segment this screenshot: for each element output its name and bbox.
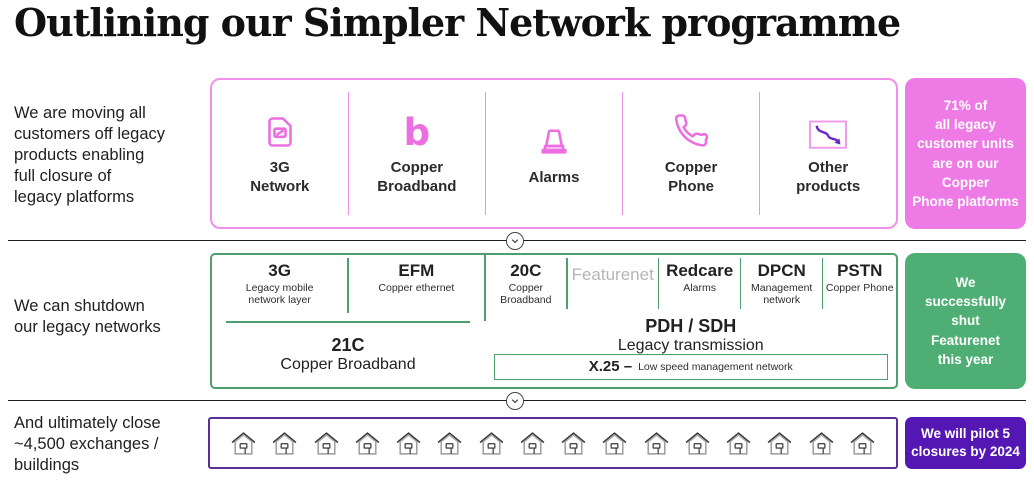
network-subtitle: Copper Broadband [500, 281, 552, 307]
divider [621, 92, 624, 215]
networks-left-zone: 3G Legacy mobile network layer EFM Coppe… [212, 255, 484, 387]
divider [347, 92, 350, 215]
network-title: EFM [398, 261, 435, 280]
product-label: Copper Phone [664, 159, 718, 195]
network-efm: EFM Copper ethernet [349, 255, 484, 321]
house-icon [643, 431, 670, 456]
chevron-down-icon [506, 232, 524, 250]
network-title: 3G [268, 261, 291, 280]
legacy-products-box: 3G Network b Copper Broadband Alarms [210, 78, 898, 229]
divider [657, 258, 660, 309]
network-3g: 3G Legacy mobile network layer [212, 255, 347, 321]
network-title: X.25 – [588, 358, 633, 375]
house-icon [354, 431, 381, 456]
phone-handset-icon [673, 110, 709, 150]
exchange-row [208, 417, 898, 469]
network-pdh-sdh: PDH / SDH Legacy transmission [486, 315, 897, 354]
house-icon [436, 431, 463, 456]
house-icon [271, 431, 298, 456]
callout-copper-phone-stat: 71% of all legacy customer units are on … [905, 78, 1026, 229]
divider [758, 92, 761, 215]
product-label: Alarms [528, 168, 580, 186]
network-title: PSTN [837, 261, 883, 280]
divider [484, 255, 486, 321]
house-icon [849, 431, 876, 456]
network-subtitle: Copper ethernet [378, 281, 455, 294]
legacy-networks-box: 3G Legacy mobile network layer EFM Coppe… [210, 253, 898, 389]
row3-label: And ultimately close ~4,500 exchanges / … [14, 414, 161, 475]
network-title: Redcare [666, 261, 734, 280]
house-icon [725, 431, 752, 456]
sim-card-icon [262, 110, 298, 150]
product-copper-phone: Copper Phone [623, 80, 759, 227]
callout-featurenet-shut: We successfully shut Featurenet this yea… [905, 253, 1026, 389]
callout-pilot-closures: We will pilot 5 closures by 2024 [905, 417, 1026, 469]
network-title: PDH / SDH [645, 315, 737, 336]
alarm-bell-icon [536, 120, 572, 160]
product-label: Other products [796, 159, 861, 195]
house-icon [230, 431, 257, 456]
row2-label: We can shutdown our legacy networks [14, 297, 161, 337]
network-21c: 21C Copper Broadband [212, 323, 484, 388]
chevron-down-icon [506, 392, 524, 410]
network-featurenet: Featurenet [568, 255, 658, 317]
network-title: Featurenet [571, 265, 654, 284]
broadband-b-icon: b [403, 111, 431, 155]
curve-arrow-box-icon [808, 110, 848, 150]
house-icon [313, 431, 340, 456]
network-subtitle: Management network [751, 281, 813, 307]
network-pstn: PSTN Copper Phone [823, 255, 896, 317]
divider [484, 92, 487, 215]
divider [566, 258, 568, 309]
network-x25: X.25 – Low speed management network [493, 354, 888, 380]
divider [226, 321, 470, 323]
product-label: 3G Network [250, 159, 310, 195]
house-icon [560, 431, 587, 456]
network-subtitle: Low speed management network [638, 360, 793, 373]
house-icon [601, 431, 628, 456]
divider [821, 258, 824, 309]
house-icon [519, 431, 546, 456]
network-subtitle: Alarms [683, 281, 716, 294]
network-subtitle: Legacy mobile network layer [245, 281, 314, 307]
product-copper-broadband: b Copper Broadband [349, 80, 485, 227]
network-subtitle: Copper Broadband [280, 356, 416, 374]
divider [739, 258, 742, 309]
product-label: Copper Broadband [377, 159, 457, 195]
network-subtitle: Copper Phone [825, 281, 894, 294]
network-title: DPCN [757, 261, 806, 280]
network-dpcn: DPCN Management network [741, 255, 822, 317]
divider [347, 258, 349, 313]
product-3g-network: 3G Network [212, 80, 348, 227]
page-title: Outlining our Simpler Network programme [14, 0, 901, 45]
row1-label: We are moving all customers off legacy p… [14, 104, 166, 207]
house-icon [766, 431, 793, 456]
network-title: 20C [510, 261, 542, 280]
house-icon [684, 431, 711, 456]
house-icon [478, 431, 505, 456]
network-20c: 20C Copper Broadband [486, 255, 567, 317]
house-icon [395, 431, 422, 456]
network-subtitle: Legacy transmission [617, 336, 764, 354]
network-title: 21C [331, 335, 365, 356]
house-icon [808, 431, 835, 456]
networks-right-zone: 20C Copper Broadband Featurenet Redcare … [486, 255, 897, 387]
network-redcare: Redcare Alarms [659, 255, 740, 317]
product-other-products: Other products [760, 80, 896, 227]
product-alarms: Alarms [486, 80, 622, 227]
